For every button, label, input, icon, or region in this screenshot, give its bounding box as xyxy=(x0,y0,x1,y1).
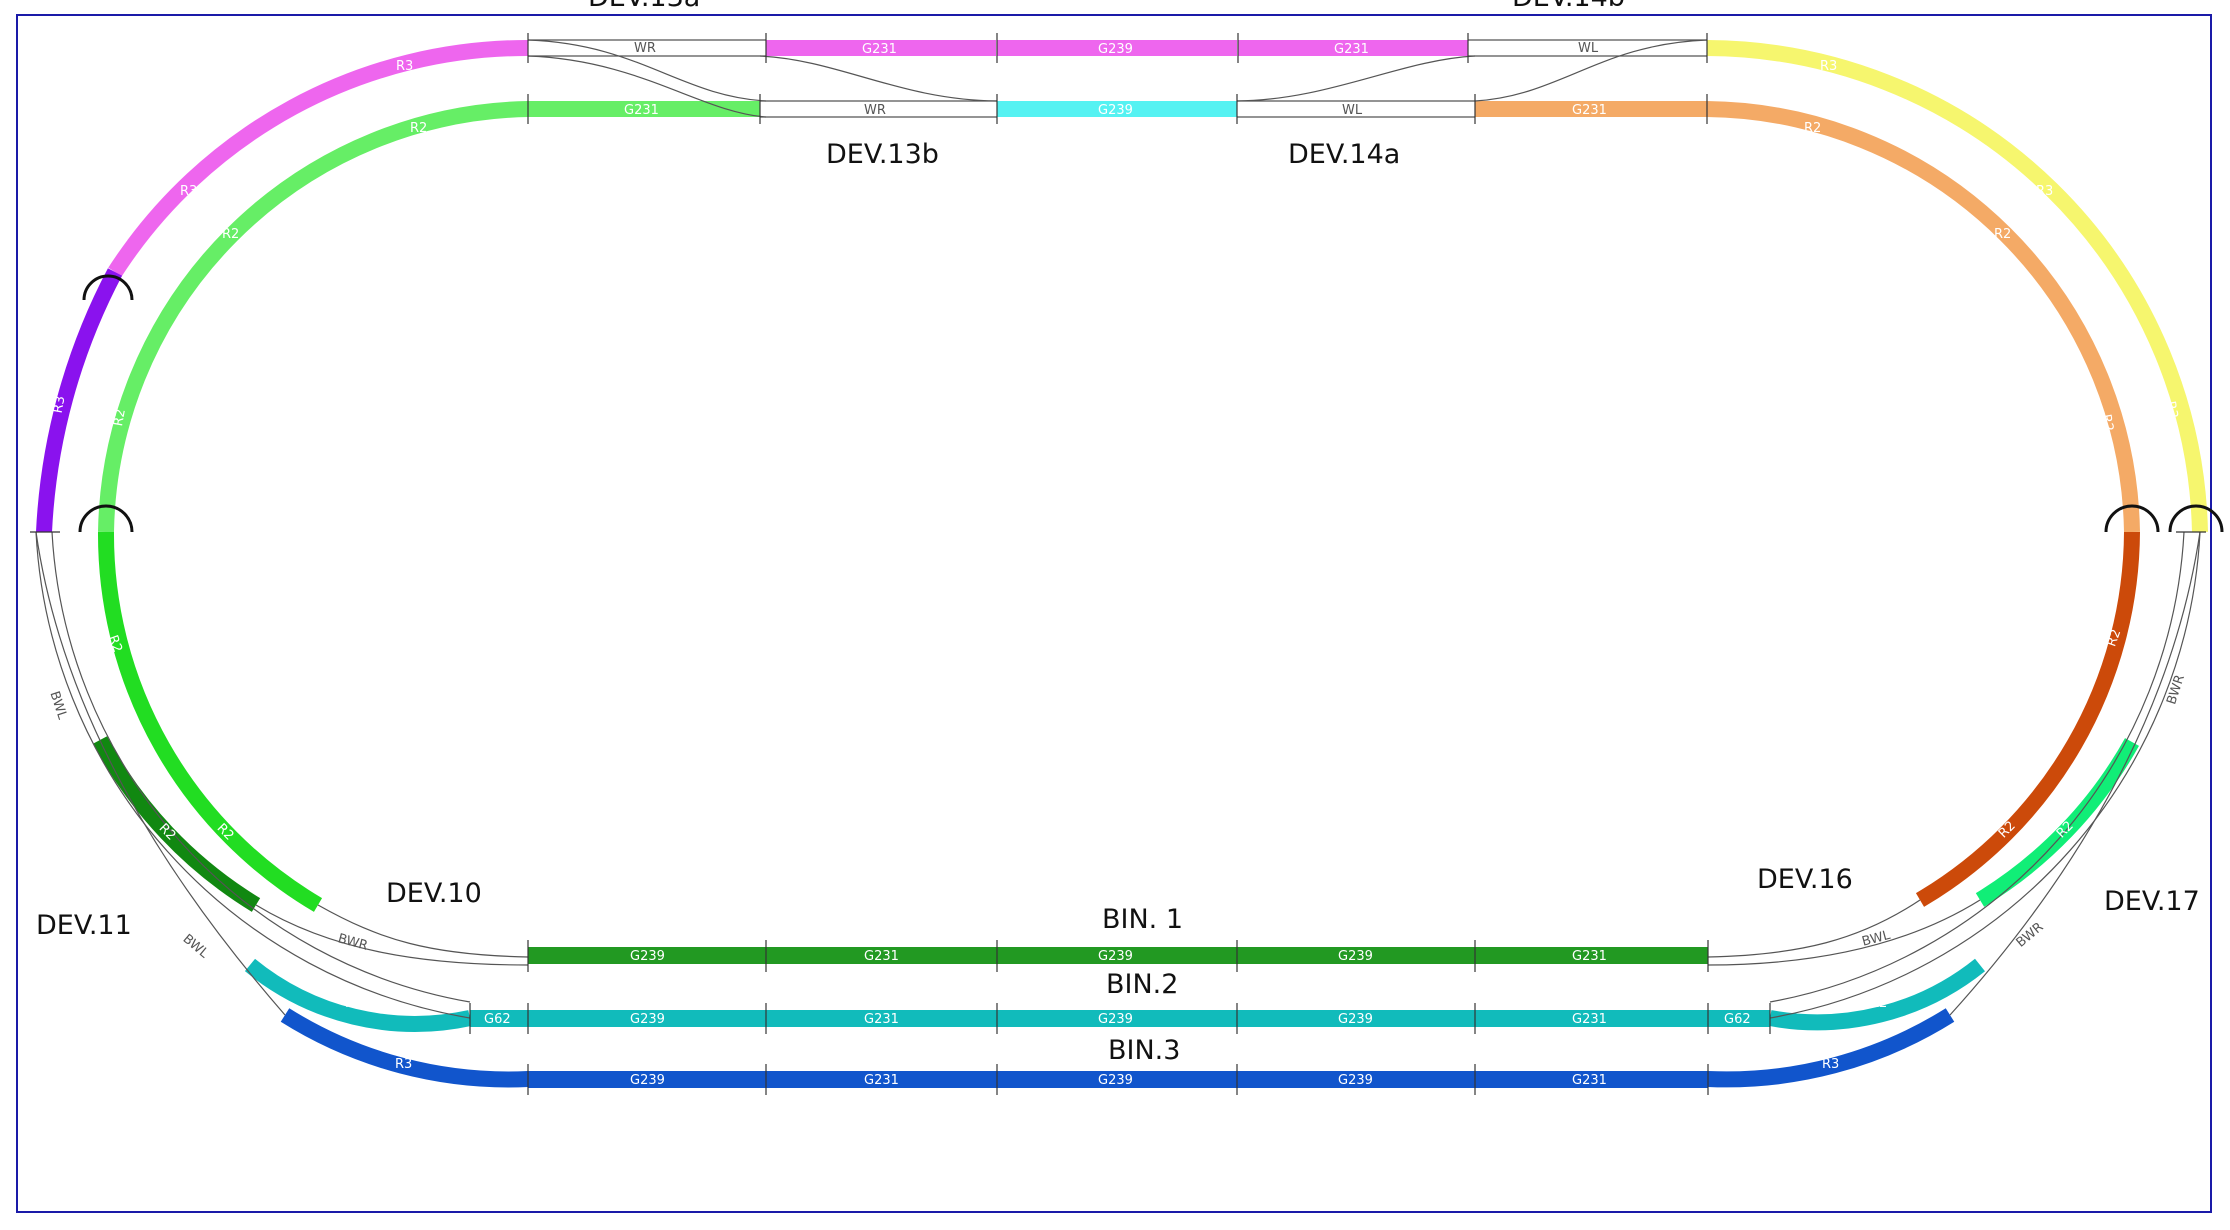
piece-label: R3 xyxy=(1822,1057,1839,1072)
piece-label: R2 xyxy=(1870,996,1887,1011)
track-left-outer-violet-r3 xyxy=(36,268,123,533)
track-lower-right-blue-r3 xyxy=(1707,1008,1955,1088)
track-top-outer-g231-2 xyxy=(1238,40,1468,56)
piece-label: R2 xyxy=(1804,121,1821,136)
piece-label: R2 xyxy=(2104,627,2124,648)
piece-label: G239 xyxy=(1338,949,1373,964)
track-top-right-outer-r3 xyxy=(1706,40,2208,533)
piece-label: BWR xyxy=(2014,920,2047,951)
piece-label: G62 xyxy=(1724,1012,1751,1027)
piece-label: G239 xyxy=(1098,1012,1133,1027)
piece-label: R3 xyxy=(51,395,69,415)
turnout-dev13a xyxy=(527,39,767,118)
piece-label: BWL xyxy=(46,690,69,723)
piece-label: R2 xyxy=(410,121,427,136)
piece-label: R3 xyxy=(2036,184,2053,199)
piece-label: G239 xyxy=(1338,1012,1373,1027)
track-lower-right-rust-r2 xyxy=(1915,531,2140,907)
turnout-dev14b xyxy=(1468,39,1708,102)
piece-label: WL xyxy=(1342,103,1363,118)
piece-label: BWR xyxy=(336,931,369,953)
label-dev14a: DEV.14a xyxy=(1288,139,1400,170)
piece-label: G231 xyxy=(862,42,897,57)
track-lower-right-teal-r2 xyxy=(1768,958,1986,1031)
piece-label: G239 xyxy=(1098,42,1133,57)
piece-label: G239 xyxy=(630,949,665,964)
track-top-inner-g239-cyan xyxy=(997,101,1237,117)
piece-label: G231 xyxy=(864,949,899,964)
piece-label: BWR xyxy=(2164,673,2188,706)
piece-label: R3 xyxy=(180,184,197,199)
piece-label: WR xyxy=(864,103,886,118)
piece-label: R2 xyxy=(1994,227,2011,242)
piece-label: G231 xyxy=(1334,42,1369,57)
piece-label: G239 xyxy=(1098,1073,1133,1088)
label-dev17: DEV.17 xyxy=(2104,886,2200,917)
turnout-dev14a xyxy=(1236,55,1476,118)
piece-label: R2 xyxy=(2098,413,2116,433)
track-top-inner-g231-right xyxy=(1475,101,1707,117)
turnout-dev13b xyxy=(759,55,998,118)
piece-label: R2 xyxy=(111,408,129,428)
piece-label: R2 xyxy=(345,996,362,1011)
piece-label: R2 xyxy=(222,227,239,242)
track-lower-left-r2-dark xyxy=(92,736,261,912)
piece-label: BWL xyxy=(1860,928,1892,950)
label-bin1: BIN. 1 xyxy=(1102,904,1183,935)
piece-label: G239 xyxy=(1098,103,1133,118)
piece-label: R2 xyxy=(105,633,125,654)
piece-label: G231 xyxy=(1572,103,1607,118)
piece-label: R3 xyxy=(1820,59,1837,74)
joint-ticks xyxy=(30,33,2206,1095)
turnout-dev11 xyxy=(35,531,471,1019)
track-lower-left-teal-r2 xyxy=(244,958,472,1032)
piece-label: BWL xyxy=(180,932,212,962)
turnout-dev16 xyxy=(1707,899,1981,966)
piece-label: G239 xyxy=(1098,949,1133,964)
track-top-inner-g231-left xyxy=(528,101,760,117)
track-lower-left-blue-r3 xyxy=(280,1008,529,1088)
piece-label: G231 xyxy=(864,1073,899,1088)
piece-label: WL xyxy=(1578,41,1599,56)
piece-label: G62 xyxy=(484,1012,511,1027)
label-bin3: BIN.3 xyxy=(1108,1035,1180,1066)
piece-label: G231 xyxy=(1572,949,1607,964)
track-top-outer-g231-1 xyxy=(766,40,996,56)
insulator-symbols xyxy=(78,274,2224,533)
track-top-right-inner-r2 xyxy=(1706,101,2140,533)
piece-label: G239 xyxy=(630,1012,665,1027)
track-top-outer-g239 xyxy=(997,40,1237,56)
label-dev14b: DEV.14b xyxy=(1512,0,1625,13)
track-bin3 xyxy=(528,1071,1708,1088)
piece-label: R3 xyxy=(2162,400,2180,420)
label-dev16: DEV.16 xyxy=(1757,864,1853,895)
track-lower-left-r2-bright xyxy=(97,531,323,912)
piece-label: G239 xyxy=(1338,1073,1373,1088)
label-dev11: DEV.11 xyxy=(36,910,132,941)
track-bin2 xyxy=(470,1010,1770,1027)
piece-label: G231 xyxy=(864,1012,899,1027)
piece-label: G231 xyxy=(1572,1012,1607,1027)
piece-label: G231 xyxy=(1572,1073,1607,1088)
track-top-left-inner-r2 xyxy=(98,101,529,533)
piece-label: WR xyxy=(634,41,656,56)
piece-label: G239 xyxy=(630,1073,665,1088)
diagram-frame xyxy=(16,14,2212,1213)
label-bin2: BIN.2 xyxy=(1106,969,1178,1000)
track-top-left-outer-r3 xyxy=(108,39,529,277)
piece-label: R3 xyxy=(395,1057,412,1072)
turnout-dev10 xyxy=(255,904,529,966)
piece-label: R3 xyxy=(396,59,413,74)
turnout-dev17 xyxy=(1769,531,2201,1019)
label-dev13a: DEV.13a xyxy=(588,0,700,13)
label-dev13b: DEV.13b xyxy=(826,139,939,170)
track-bin1 xyxy=(528,947,1708,964)
piece-label: G231 xyxy=(624,103,659,118)
label-dev10: DEV.10 xyxy=(386,878,482,909)
